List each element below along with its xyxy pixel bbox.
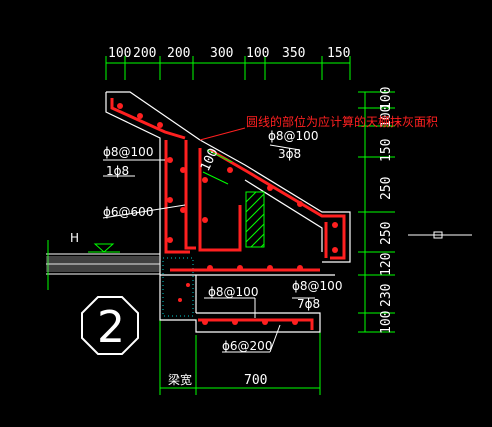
dim-top-7: 150: [327, 46, 350, 61]
dim-right-8: 100: [379, 311, 394, 334]
dim-right-6: 120: [379, 253, 394, 276]
dim-right-7: 230: [379, 284, 394, 307]
dim-top-3: 200: [167, 46, 190, 61]
axis-symbol: [408, 231, 472, 239]
dim-top-5: 100: [246, 46, 269, 61]
dim-top-4: 300: [210, 46, 233, 61]
dim-right-1: 100: [379, 87, 394, 110]
water-level-symbol: [93, 243, 115, 253]
rebar-label-b: 3ϕ8: [278, 147, 301, 161]
bottom-dimension: [159, 320, 321, 395]
detail-number: 2: [97, 302, 125, 353]
dim-top-1: 100: [108, 46, 131, 61]
rebar-label-d: 1ϕ8: [106, 164, 129, 178]
plaster-note: 圆线的部位为应计算的天棚抹灰面积: [246, 114, 438, 129]
rebar-label-a: ϕ8@100: [268, 129, 318, 143]
rebar-label-c: ϕ8@100: [103, 145, 153, 159]
rebar-label-g: ϕ8@100: [292, 279, 342, 293]
ground-slab: [46, 240, 160, 290]
water-level-label: H: [70, 231, 79, 245]
dim-bottom: 700: [244, 373, 267, 388]
rebar-label-i: ϕ6@200: [222, 339, 272, 353]
right-dimension-values: 100 100 150 250 250 120 230 100: [379, 87, 394, 334]
dim-right-4: 250: [379, 177, 394, 200]
dim-right-2: 100: [379, 105, 394, 128]
top-dimension-chain: [105, 56, 351, 80]
detail-marker: 2: [81, 296, 139, 355]
water-level-marker: H: [70, 231, 120, 253]
rebar-label-h: 7ϕ8: [297, 297, 320, 311]
dim-right-3: 150: [379, 139, 394, 162]
leader-lines: [102, 127, 315, 353]
slab-hatch: [46, 256, 160, 272]
rebar-label-e: ϕ6@600: [103, 205, 153, 219]
detail-octagon: [81, 296, 139, 355]
rebar-dots: [117, 103, 338, 325]
dim-top-6: 350: [282, 46, 305, 61]
beam-width-label: 梁宽: [168, 372, 192, 387]
structure-outline: [105, 91, 351, 333]
column-hatch: [162, 257, 194, 317]
dim-top-2: 200: [133, 46, 156, 61]
top-dimension-values: 100 200 200 300 100 350 150: [108, 46, 350, 61]
plaster-area-hatch: [245, 191, 265, 248]
rebar-label-f: ϕ8@100: [208, 285, 258, 299]
slope-dimension: [202, 149, 233, 185]
right-dimension-chain: [358, 91, 395, 333]
dim-right-5: 250: [379, 222, 394, 245]
